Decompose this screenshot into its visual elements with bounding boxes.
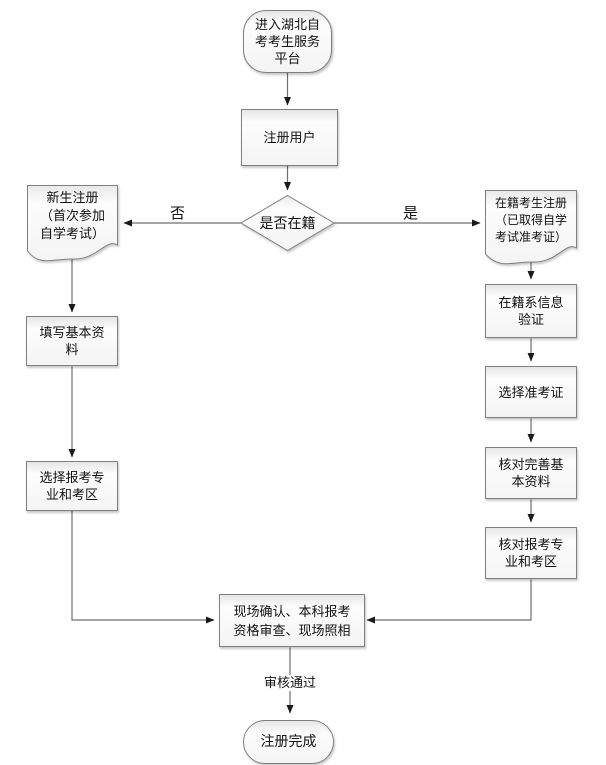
edge-choosemajor-to-onsite <box>71 511 215 624</box>
onsite-confirmation-step: 现场确认、本科报考 资格审查、现场照相 <box>219 594 365 647</box>
end-terminator: 注册完成 <box>243 720 334 764</box>
edge-checkmajor-to-onsite <box>366 579 532 624</box>
new-student-document-shape <box>27 185 118 262</box>
new-student-document-label: 新生注册 （首次参加 自学考试） <box>39 190 105 241</box>
edge-label-no: 否 <box>170 206 186 222</box>
check-major-area-step: 核对报考专 业和考区 <box>485 527 577 579</box>
enrolled-student-document-label: 在籍考生注册 （已取得自学 考试准考证） <box>494 195 567 244</box>
choose-admission-ticket-step: 选择准考证 <box>485 366 577 418</box>
edge-label-approved: 审核通过 <box>260 675 320 691</box>
enrolled-student-document-shape <box>485 190 577 265</box>
register-user-step: 注册用户 <box>241 109 338 166</box>
decision-diamond-shape <box>240 194 335 252</box>
verify-enrollment-info-step: 在籍系信息 验证 <box>485 284 577 338</box>
edge-label-yes: 是 <box>403 206 419 222</box>
check-basic-info-step: 核对完善基 本资料 <box>485 447 577 499</box>
fill-basic-info-step: 填写基本资 料 <box>26 316 118 366</box>
start-terminator: 进入湖北自 考考生服务 平台 <box>243 10 332 73</box>
decision-enrolled-label: 是否在籍 <box>259 217 316 232</box>
choose-major-area-step: 选择报考专 业和考区 <box>26 461 118 511</box>
